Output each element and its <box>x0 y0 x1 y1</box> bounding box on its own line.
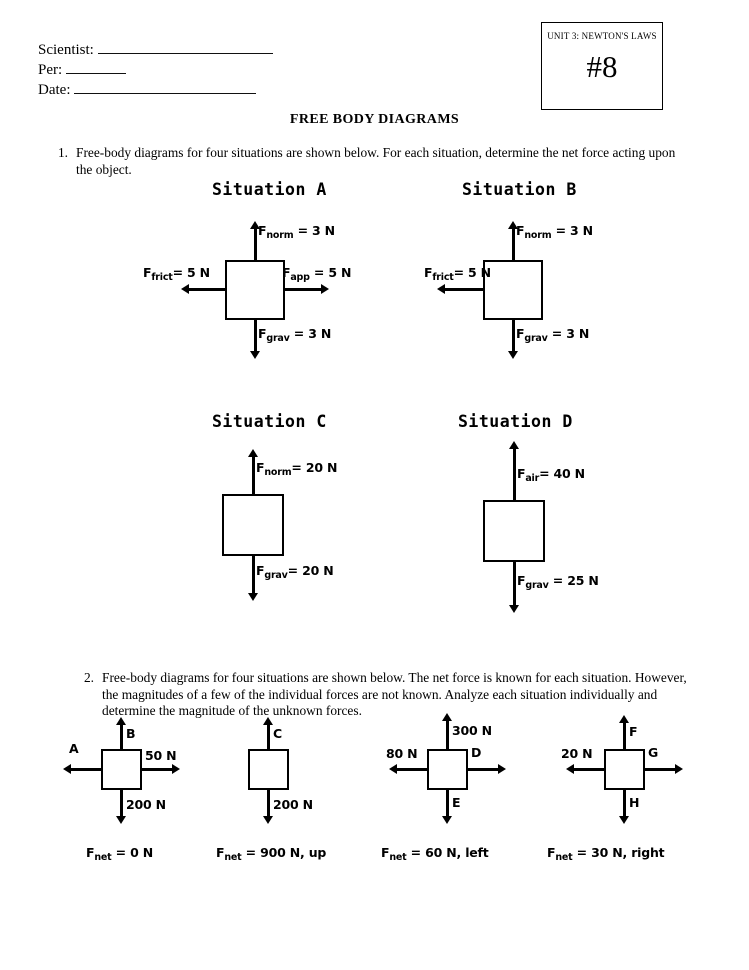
situation-c-object-box <box>222 494 284 556</box>
question-2: 2. Free-body diagrams for four situation… <box>72 670 690 720</box>
situation-b-title: Situation B <box>462 180 577 199</box>
q2-diagram-3-label-right: D <box>471 745 482 760</box>
question-2-text: Free-body diagrams for four situations a… <box>102 670 687 718</box>
q2-diagram-3-label-down: E <box>452 795 461 810</box>
worksheet-number: #8 <box>586 49 618 84</box>
q2-diagram-4-label-left: 20 N <box>561 746 593 761</box>
page-title: FREE BODY DIAGRAMS <box>289 112 460 127</box>
situation-d-object-box <box>483 500 545 562</box>
q2-diagram-4-net-force: Fnet = 30 N, right <box>547 845 665 863</box>
q2-diagram-2-label-up: C <box>273 726 282 741</box>
situation-c-label-fgrav: Fgrav= 20 N <box>256 563 334 581</box>
situation-b-label-ffrict: Ffrict= 5 N <box>424 265 491 283</box>
situation-c-label-fnorm: Fnorm= 20 N <box>256 460 338 478</box>
question-1-number: 1. <box>57 145 68 160</box>
period-field-row: Per: <box>38 60 273 80</box>
scientist-field-row: Scientist: <box>38 40 273 60</box>
q2-diagram-1-label-up: B <box>126 726 136 741</box>
header-fields: Scientist: Per: Date: <box>38 40 273 100</box>
situation-d-label-fgrav: Fgrav = 25 N <box>517 573 599 591</box>
question-2-number: 2. <box>83 670 94 685</box>
situation-a-object-box <box>225 260 285 320</box>
period-input-line[interactable] <box>66 60 127 74</box>
situation-d-label-fair: Fair= 40 N <box>517 466 585 484</box>
situation-a-label-fapp: Fapp = 5 N <box>282 265 352 283</box>
date-field-row: Date: <box>38 80 273 100</box>
situation-b-label-fnorm: Fnorm = 3 N <box>516 223 593 241</box>
date-label: Date: <box>38 82 71 98</box>
unit-badge: UNIT 3: NEWTON'S LAWS #8 <box>541 22 663 110</box>
q2-diagram-3-net-force: Fnet = 60 N, left <box>381 845 489 863</box>
q2-diagram-4-object-box <box>604 749 645 790</box>
unit-name: UNIT 3: NEWTON'S LAWS <box>547 31 657 41</box>
q2-diagram-2-object-box <box>248 749 289 790</box>
situation-b-label-fgrav: Fgrav = 3 N <box>516 326 590 344</box>
q2-diagram-2-label-down: 200 N <box>273 797 313 812</box>
q2-diagram-2-net-force: Fnet = 900 N, up <box>216 845 327 863</box>
situation-a-label-fnorm: Fnorm = 3 N <box>258 223 335 241</box>
q2-diagram-1-label-down: 200 N <box>126 797 166 812</box>
situation-a-label-fgrav: Fgrav = 3 N <box>258 326 332 344</box>
q2-diagram-4-label-up: F <box>629 724 638 739</box>
q2-diagram-1-label-left: A <box>69 741 79 756</box>
question-1: 1. Free-body diagrams for four situation… <box>46 145 694 178</box>
date-input-line[interactable] <box>74 80 257 94</box>
q2-diagram-1-net-force: Fnet = 0 N <box>86 845 153 863</box>
q2-diagram-1-object-box <box>101 749 142 790</box>
q2-diagram-4-label-right: G <box>648 745 659 760</box>
scientist-label: Scientist: <box>38 42 94 58</box>
question-1-text: Free-body diagrams for four situations a… <box>76 145 676 177</box>
situation-a-title: Situation A <box>212 180 327 199</box>
situation-d-title: Situation D <box>458 412 573 431</box>
q2-diagram-1-label-right: 50 N <box>145 748 177 763</box>
situation-a-label-ffrict: Ffrict= 5 N <box>143 265 210 283</box>
q2-diagram-3-label-left: 80 N <box>386 746 418 761</box>
situation-c-title: Situation C <box>212 412 327 431</box>
q2-diagram-3-label-up: 300 N <box>452 723 492 738</box>
q2-diagram-3-object-box <box>427 749 468 790</box>
scientist-input-line[interactable] <box>97 40 273 54</box>
period-label: Per: <box>38 62 63 78</box>
situation-b-object-box <box>483 260 543 320</box>
q2-diagram-4-label-down: H <box>629 795 640 810</box>
